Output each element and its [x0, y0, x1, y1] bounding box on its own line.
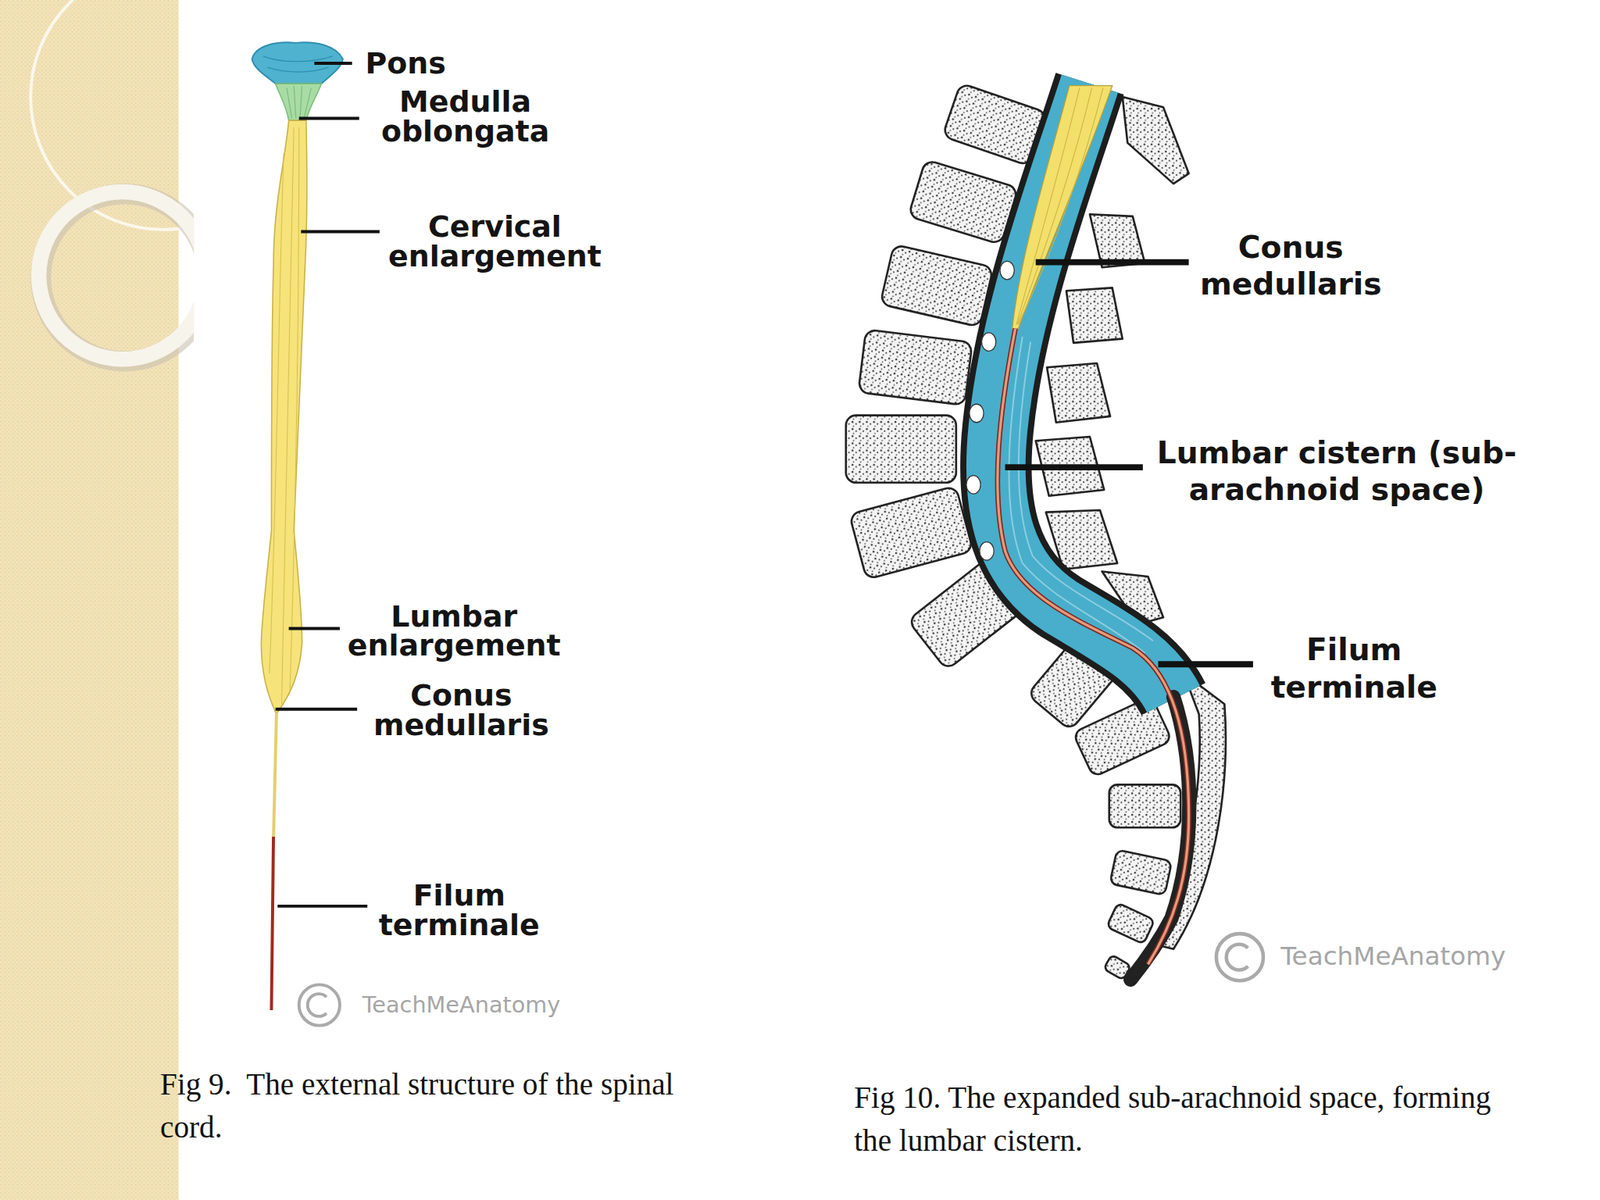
spinous-process: [1122, 96, 1190, 184]
structure-label: Filum terminale: [1271, 631, 1438, 705]
decor-ring: [39, 192, 195, 360]
decor-rings: [30, 0, 194, 361]
leader-line: [1157, 660, 1253, 668]
vertebral-body: [849, 485, 974, 580]
figure-caption: Fig 9. The external structure of the spi…: [160, 1063, 691, 1150]
vertebral-body: [858, 329, 973, 406]
leader-line: [314, 61, 352, 65]
leader-line: [277, 904, 368, 908]
watermark: TeachMeAnatomy: [1280, 942, 1506, 972]
cord-fibres: [1016, 87, 1104, 325]
spinous-process: [1066, 287, 1123, 343]
root-sleeve: [969, 403, 984, 423]
sacral-segment: [1109, 784, 1181, 828]
root-sleeve: [1000, 260, 1015, 280]
spinal-cord: [260, 120, 307, 713]
vertebral-body: [846, 415, 957, 483]
copyright-symbol: [299, 984, 340, 1025]
structure-label: Conus medullaris: [373, 681, 550, 741]
vertebral-body: [908, 159, 1019, 245]
structure-label: Lumbar enlargement: [347, 602, 561, 662]
filum-terminale: [997, 328, 1190, 965]
filum-terminale: [271, 836, 274, 1011]
cauda-equina: [1009, 336, 1154, 654]
spinal-cord: [1012, 85, 1113, 329]
sacral-segment: [1109, 850, 1172, 896]
root-sleeve: [979, 542, 994, 561]
copyright-symbol: [1216, 933, 1264, 981]
structure-label: Pons: [365, 49, 447, 79]
vertebral-body: [880, 244, 994, 328]
leader-lines: [275, 63, 380, 907]
sacral-segment: [1106, 903, 1155, 945]
figure-caption: Fig 10. The expanded sub-arachnoid space…: [853, 1076, 1492, 1163]
medulla-shape: [275, 83, 322, 121]
leader-line: [289, 627, 340, 631]
leader-line: [300, 230, 380, 234]
filum-terminale: [997, 328, 1190, 965]
sacral-segment: [1072, 696, 1172, 778]
lumbar-cistern: [996, 83, 1174, 700]
side-strip: [0, 0, 179, 1200]
root-sleeve: [966, 475, 981, 495]
leader-line: [275, 707, 358, 711]
copyright-symbol: [1226, 944, 1249, 971]
medulla-fibres: [286, 85, 311, 119]
leader-line: [299, 117, 360, 121]
filum-upper: [273, 712, 277, 840]
spinal-cord-figure: [252, 42, 380, 1025]
copyright-symbol: [307, 993, 327, 1017]
spinous-process: [1046, 363, 1111, 423]
dura-mater: [996, 83, 1174, 700]
structure-label: Lumbar cistern (sub-arachnoid space): [1150, 434, 1524, 508]
structure-label: Conus medullaris: [1200, 228, 1383, 303]
leader-line: [1005, 464, 1143, 471]
vertebral-column-figure: [846, 82, 1264, 981]
vertebral-bodies: [846, 82, 1181, 980]
root-sleeves: [966, 260, 1015, 561]
structure-label: Filum terminale: [378, 881, 540, 941]
cord-fibres: [269, 127, 300, 704]
structure-label: Cervical enlargement: [388, 212, 602, 272]
structure-label: Medulla oblongata: [381, 87, 550, 147]
root-sleeve: [981, 332, 996, 352]
watermark: TeachMeAnatomy: [362, 992, 561, 1018]
leader-line: [1035, 259, 1190, 266]
